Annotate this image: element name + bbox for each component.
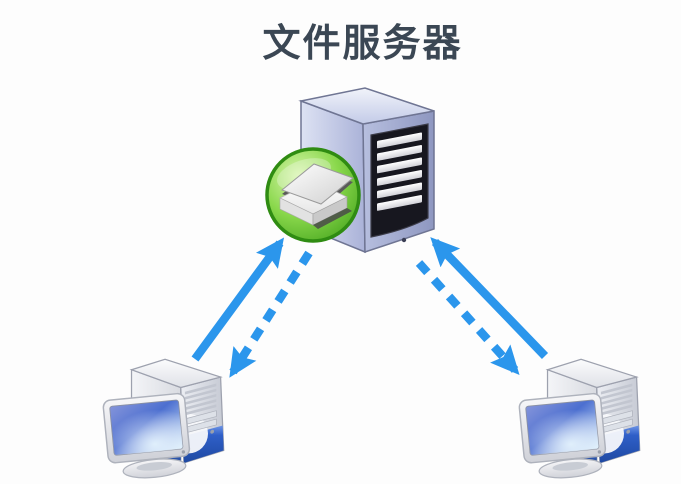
drive-bay-panel bbox=[370, 123, 429, 238]
diagram-title: 文件服务器 bbox=[262, 23, 463, 65]
client-computer-left-icon bbox=[98, 358, 230, 482]
book-lid bbox=[280, 163, 355, 205]
open-book bbox=[279, 163, 355, 229]
arrow-server-to-client-left-dashed bbox=[229, 250, 313, 378]
shared-book-badge-icon bbox=[265, 147, 361, 243]
arrow-client-left-to-server-solid bbox=[191, 237, 285, 362]
client-computer-right-icon bbox=[514, 358, 646, 482]
book-shadow bbox=[313, 208, 352, 229]
server-power-button bbox=[401, 237, 407, 243]
arrow-server-to-client-right-dashed bbox=[415, 260, 520, 376]
arrow-client-right-to-server-solid bbox=[430, 237, 549, 359]
server-top-face bbox=[298, 87, 435, 125]
file-server-icon bbox=[265, 87, 435, 254]
